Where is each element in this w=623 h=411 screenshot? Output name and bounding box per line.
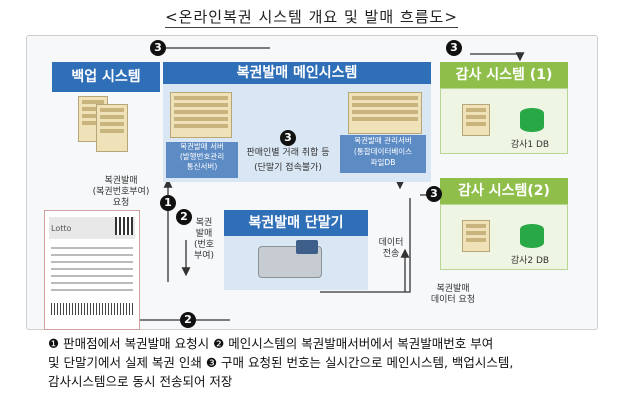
backup-system-header: 백업 시스템 (52, 62, 160, 92)
caption-line-2: 및 단말기에서 실제 복권 인쇄 ❸ 구매 요청된 번호는 실시간으로 메인시스… (48, 355, 514, 370)
issue-number-label: 복권 발매 (번호 부여) (193, 218, 215, 261)
audit2-header: 감사 시스템(2) (440, 178, 568, 204)
audit2-server-icon (462, 220, 490, 252)
cancel-label: 판매인별 거래 취합 등 (246, 148, 330, 158)
arrow-3-audit1 (470, 52, 525, 62)
step-1-badge: 1 (160, 195, 176, 211)
issue-server-label: 복권발매 서버 (발행번호관리 통신서버) (166, 142, 238, 178)
step-2-badge-issue: 2 (176, 209, 192, 225)
terminal-header: 복권발매 단말기 (224, 210, 368, 236)
audit1-database-icon (520, 108, 544, 132)
audit2-database-icon (520, 224, 544, 248)
step-2-badge-print: 2 (180, 312, 196, 328)
data-send-line (320, 198, 411, 293)
audit2-db-label: 감사2 DB (510, 256, 550, 266)
step-3-badge-backup: 3 (150, 40, 166, 56)
diagram-title: <온라인복권 시스템 개요 및 발매 흐름도> (165, 8, 458, 28)
management-server-label: 복권발매 관리서버 (통합데이터베이스 파일DB (340, 135, 426, 173)
barcode-icon (51, 303, 133, 315)
management-server-icon (348, 92, 422, 134)
main-system-header: 복권발매 메인시스템 (163, 62, 431, 84)
backup-server-icon (96, 104, 128, 152)
qr-code-icon (115, 217, 133, 235)
data-request-label: 복권발매 데이터 요청 (430, 284, 476, 305)
issue-server-icon (170, 92, 232, 138)
caption-line-3: 감사시스템으로 동시 전송되어 저장 (48, 374, 233, 389)
request-issue-label: 복권발매 (복권번호부여) 요청 (92, 176, 150, 208)
data-send-label: 데이터 전송 (378, 238, 404, 259)
cancel-sub-label: (단말기 접속불가) (254, 163, 322, 173)
audit2-panel (440, 204, 568, 270)
arrow-3-backup (161, 47, 270, 54)
lotto-ticket-image: Lotto (44, 210, 140, 330)
step-3-badge: 3 (280, 130, 296, 146)
step-3-badge-audit1: 3 (446, 40, 462, 56)
terminal-screen-icon (296, 240, 318, 254)
step-3-badge-audit2: 3 (426, 186, 442, 202)
audit1-header: 감사 시스템 (1) (440, 62, 568, 88)
audit1-db-label: 감사1 DB (510, 140, 550, 150)
audit1-server-icon (462, 104, 490, 136)
audit1-panel (440, 88, 568, 154)
caption-line-1: ❶ 판매점에서 복권발매 요청시 ❷ 메인시스템의 복권발매서버에서 복권발매번… (48, 336, 494, 351)
ticket-brand: Lotto (51, 224, 72, 233)
